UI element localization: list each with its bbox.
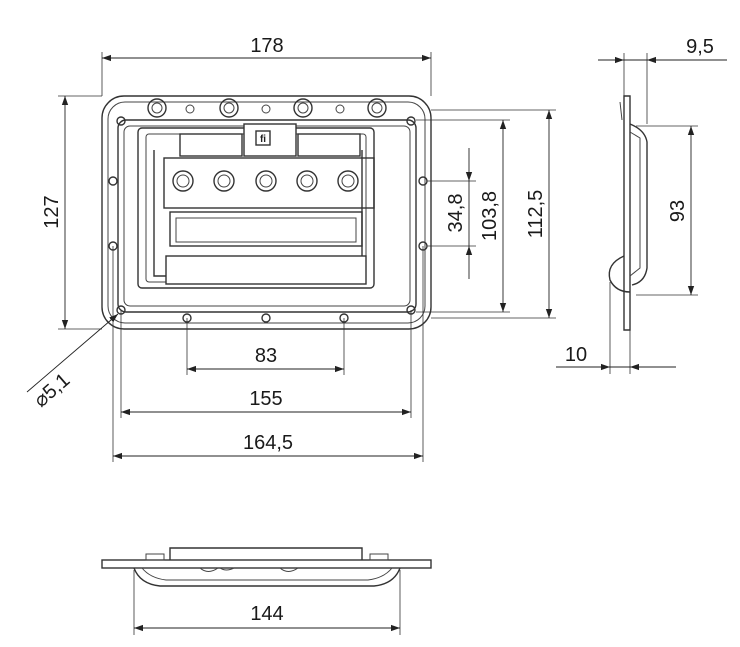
top-rivets (147, 98, 387, 118)
flange-inner (107, 101, 426, 324)
bottom-recess-inner (141, 567, 393, 581)
side-edge-detail (619, 101, 623, 121)
dim-hole-spacing-bottom: 83 (255, 345, 277, 367)
bottom-handle-top (169, 547, 363, 560)
logo-plate (243, 123, 297, 157)
bottom-tab-right (369, 553, 389, 561)
side-dimensions: 9,5 93 10 (556, 36, 727, 374)
logo-box (255, 130, 271, 146)
grip-bar (165, 255, 367, 285)
bottom-dimensions: 144 (133, 570, 401, 635)
bottom-rivet-bumps (199, 567, 299, 572)
side-flange (623, 95, 631, 331)
dim-side-hole-spacing: 34,8 (445, 194, 467, 233)
dim-inner-width: 155 (249, 388, 282, 410)
dim-overall-width: 178 (250, 35, 283, 57)
dim-bottom-width: 144 (250, 603, 283, 625)
side-handle-curl (608, 255, 631, 293)
grip-slot-upper (169, 211, 363, 247)
dim-side-depth: 10 (565, 344, 587, 366)
bottom-view (101, 547, 432, 587)
bottom-flange (101, 559, 432, 569)
bottom-recess (133, 567, 401, 587)
bridge-right (297, 133, 361, 157)
dim-side-height: 93 (667, 200, 689, 222)
front-dimensions: 178 127 83 155 164,5 34,8 103,8 (26, 35, 556, 462)
side-recess-inner (629, 131, 641, 277)
bridge-left (179, 133, 243, 157)
grip-slot-upper-inner (175, 217, 357, 243)
logo-mark: fi (260, 134, 266, 145)
flange-outer (101, 95, 432, 330)
recess-outer (117, 119, 417, 313)
bottom-tab-left (145, 553, 165, 561)
dim-overall-height: 127 (41, 195, 63, 228)
panel-holes (172, 170, 359, 192)
dim-hole-diameter: ⌀5,1 (30, 369, 75, 412)
dim-side-thickness: 9,5 (686, 36, 714, 58)
side-recess-profile (629, 123, 648, 286)
dim-hole-pitch-width: 164,5 (243, 432, 293, 454)
front-view: fi (101, 95, 432, 330)
dim-hole-pitch-height: 112,5 (525, 190, 547, 239)
inner-panel-top (163, 157, 375, 209)
dim-recess-height: 103,8 (479, 191, 501, 241)
